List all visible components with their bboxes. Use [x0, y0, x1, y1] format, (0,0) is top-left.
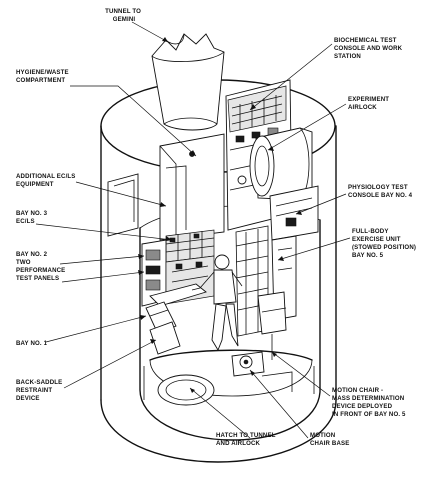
- label-biochem-console: BIOCHEMICAL TEST CONSOLE AND WORK STATIO…: [334, 37, 404, 60]
- label-additional-ecls: ADDITIONAL EC/LS EQUIPMENT: [16, 173, 77, 188]
- label-bay-2: BAY NO. 2 TWO PERFORMANCE TEST PANELS: [16, 251, 67, 282]
- label-physiology-console: PHYSIOLOGY TEST CONSOLE BAY NO. 4: [348, 184, 413, 199]
- label-hatch: HATCH TO TUNNEL AND AIRLOCK: [216, 432, 277, 447]
- leader-lines: [35, 21, 351, 439]
- label-exercise-unit: FULL-BODY EXERCISE UNIT (STOWED POSITION…: [352, 228, 418, 259]
- label-experiment-airlock: EXPERIMENT AIRLOCK: [348, 96, 391, 111]
- label-tunnel: TUNNEL TO GEMINI: [105, 8, 143, 23]
- hygiene-compartment: [159, 133, 225, 246]
- experiment-airlock: [249, 127, 313, 201]
- label-back-saddle: BACK-SADDLE RESTRAINT DEVICE: [16, 379, 64, 402]
- physiology-console: [269, 185, 319, 241]
- label-hygiene-compartment: HYGIENE/WASTE COMPARTMENT: [16, 69, 71, 84]
- label-motion-chair-base: MOTION CHAIR BASE: [310, 432, 349, 447]
- motion-chair: [257, 291, 287, 360]
- label-bay-3: BAY NO. 3 EC/LS: [16, 210, 49, 225]
- bay-3-panel: [165, 229, 215, 263]
- astronaut-figure: [191, 254, 243, 352]
- label-motion-chair: MOTION CHAIR - MASS DETERMINATION DEVICE…: [332, 387, 406, 418]
- deck-floor: [143, 321, 315, 406]
- label-bay-1: BAY NO. 1: [16, 340, 48, 347]
- ecls-equipment-cabinet: [107, 173, 139, 237]
- gemini-tunnel: [151, 33, 225, 131]
